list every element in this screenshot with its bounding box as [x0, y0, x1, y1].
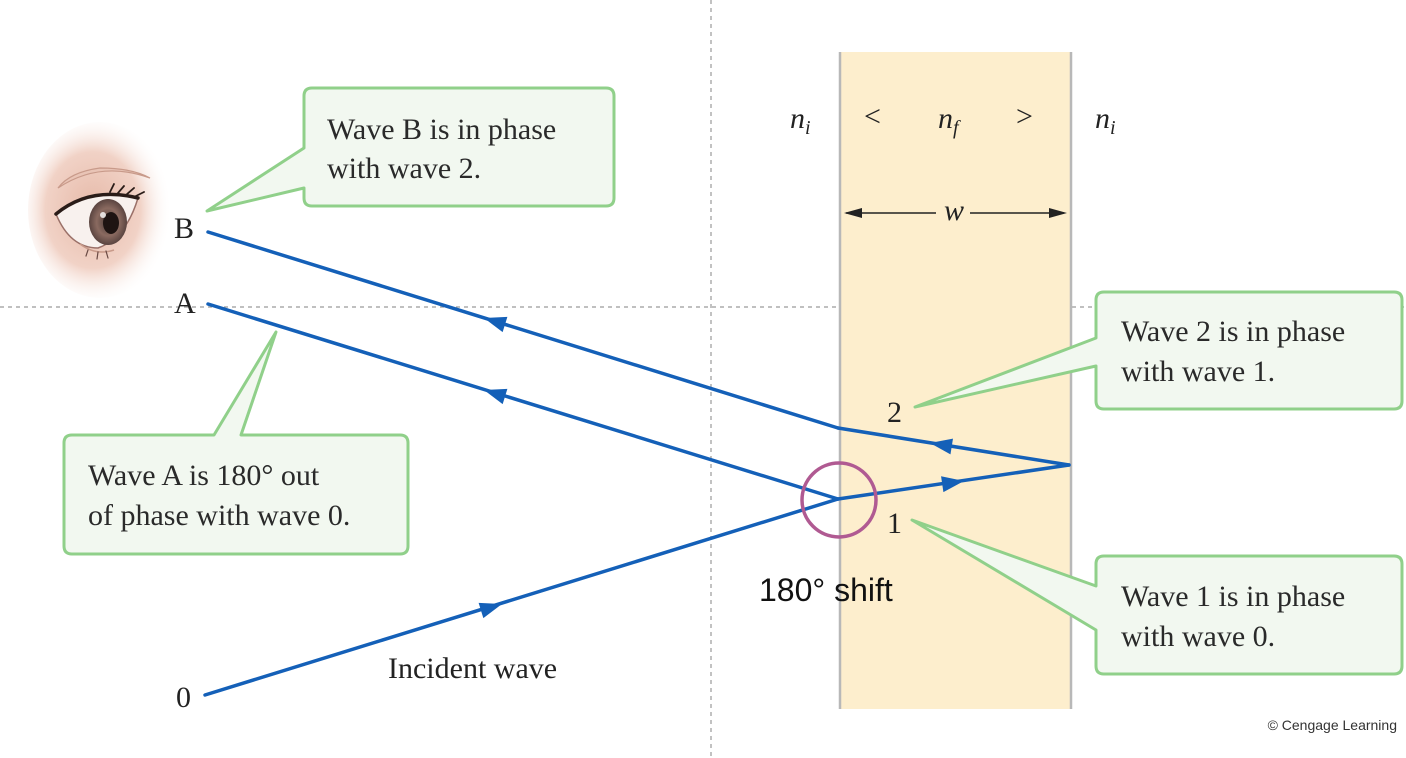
callout-wave-a-line-1: Wave A is 180° out	[88, 459, 320, 492]
ray-b	[206, 230, 840, 430]
callout-wave-a-line-2: of phase with wave 0.	[88, 499, 350, 532]
less-than-sign: <	[864, 100, 881, 133]
incident-arrowhead	[478, 602, 502, 619]
film-width-dimension: w	[844, 194, 1067, 227]
callout-wave-b: Wave B is in phase with wave 2.	[205, 86, 616, 213]
greater-than-sign: >	[1016, 100, 1033, 133]
refractive-index-labels: ni < nf > ni	[790, 100, 1116, 139]
incident-ray	[203, 497, 840, 697]
callout-wave-b-line-1: Wave B is in phase	[327, 113, 556, 146]
point-a-label: A	[174, 287, 196, 320]
light-rays	[203, 230, 1071, 697]
ray-arrowheads	[478, 316, 964, 619]
refracted-arrowhead	[941, 476, 964, 493]
eye-icon	[28, 122, 172, 298]
index-film: nf	[938, 102, 961, 139]
callout-wave-2-line-1: Wave 2 is in phase	[1121, 315, 1345, 348]
ray-b-arrowhead	[484, 316, 508, 333]
callout-wave-a: Wave A is 180° out of phase with wave 0.	[62, 330, 410, 556]
reflected-ray-in-film	[836, 426, 1071, 467]
phase-shift-label: 180° shift	[759, 572, 893, 608]
point-0-label: 0	[176, 681, 191, 714]
reflected-arrowhead	[930, 438, 953, 455]
callout-wave-2-line-2: with wave 1.	[1121, 355, 1275, 388]
width-label: w	[944, 194, 964, 227]
phase-shift-marker	[800, 461, 878, 539]
ray-1-label: 1	[887, 507, 902, 540]
callout-wave-1: Wave 1 is in phase with wave 0.	[910, 518, 1404, 676]
index-left: ni	[790, 102, 811, 139]
point-b-label: B	[174, 212, 194, 245]
ray-a-arrowhead	[484, 388, 508, 405]
callout-wave-1-line-1: Wave 1 is in phase	[1121, 580, 1345, 613]
copyright-credit: © Cengage Learning	[1268, 717, 1397, 733]
ray-2-label: 2	[887, 396, 902, 429]
incident-wave-label: Incident wave	[388, 652, 557, 685]
callout-wave-b-line-2: with wave 2.	[327, 152, 481, 185]
index-right: ni	[1095, 102, 1116, 139]
callout-wave-2: Wave 2 is in phase with wave 1.	[913, 290, 1404, 411]
ray-a	[206, 302, 840, 501]
callout-wave-1-line-2: with wave 0.	[1121, 620, 1275, 653]
